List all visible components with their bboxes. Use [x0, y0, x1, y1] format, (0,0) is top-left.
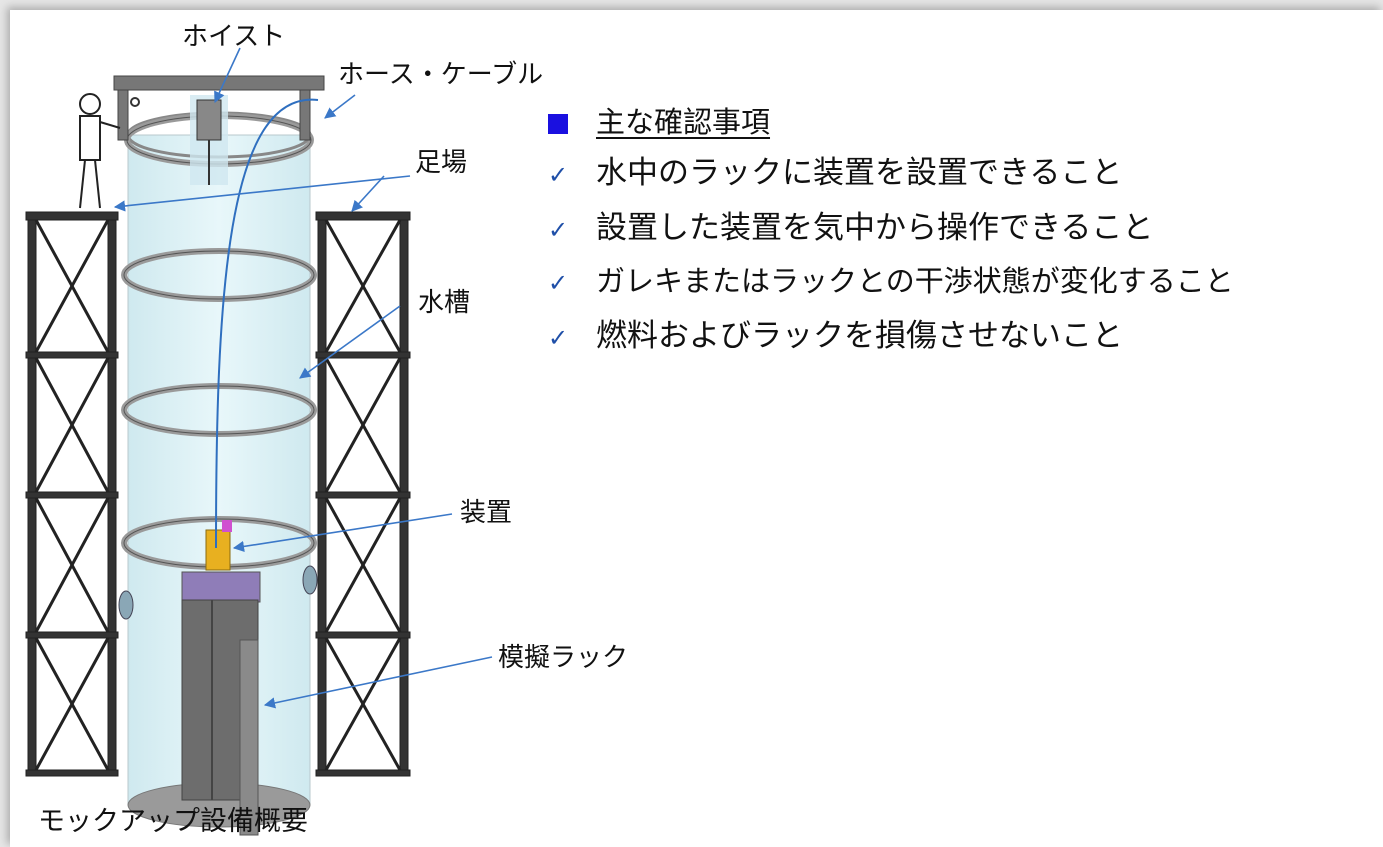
hose-cable-label: ホース・ケーブル	[338, 60, 544, 90]
checklist-item-text: ガレキまたはラックとの干渉状態が変化すること	[596, 264, 1234, 298]
checkmark-icon: ✓	[548, 161, 569, 189]
device-label: 装置	[460, 498, 513, 528]
checkmark-icon: ✓	[548, 324, 569, 352]
checklist-item: ✓ ガレキまたはラックとの干渉状態が変化すること	[548, 267, 1234, 296]
hoist-label: ホイスト	[182, 22, 286, 52]
left-scaffold-tower	[25, 211, 119, 777]
checklist-heading-text: 主な確認事項	[596, 105, 771, 139]
scaffold-label: 足場	[415, 148, 468, 178]
checkmark-icon: ✓	[548, 216, 569, 244]
leader-lines	[113, 47, 493, 709]
mock-rack-label: 模擬ラック	[498, 643, 629, 673]
device-on-rack	[181, 520, 261, 603]
right-scaffold-tower	[315, 211, 411, 777]
checklist-item: ✓ 設置した装置を気中から操作できること	[548, 213, 1153, 244]
figure-caption: モックアップ設備概要	[38, 806, 308, 837]
checklist-item-text: 設置した装置を気中から操作できること	[596, 210, 1154, 246]
water-tank-label: 水槽	[418, 288, 471, 318]
checklist-item-text: 水中のラックに装置を設置できること	[596, 155, 1123, 191]
hose-cable-line	[215, 98, 319, 549]
square-bullet-icon	[548, 114, 568, 134]
water-tank	[126, 111, 312, 828]
checkmark-icon: ✓	[548, 269, 569, 297]
checklist-item: ✓ 水中のラックに装置を設置できること	[548, 158, 1122, 189]
checklist-item-text: 燃料およびラックを損傷させないこと	[596, 318, 1123, 354]
checklist-heading: 主な確認事項	[548, 108, 770, 137]
mock-rack	[181, 599, 259, 836]
checklist-item: ✓ 燃料およびラックを損傷させないこと	[548, 321, 1123, 352]
worker-figure	[79, 93, 121, 209]
hoist-frame	[113, 75, 325, 185]
